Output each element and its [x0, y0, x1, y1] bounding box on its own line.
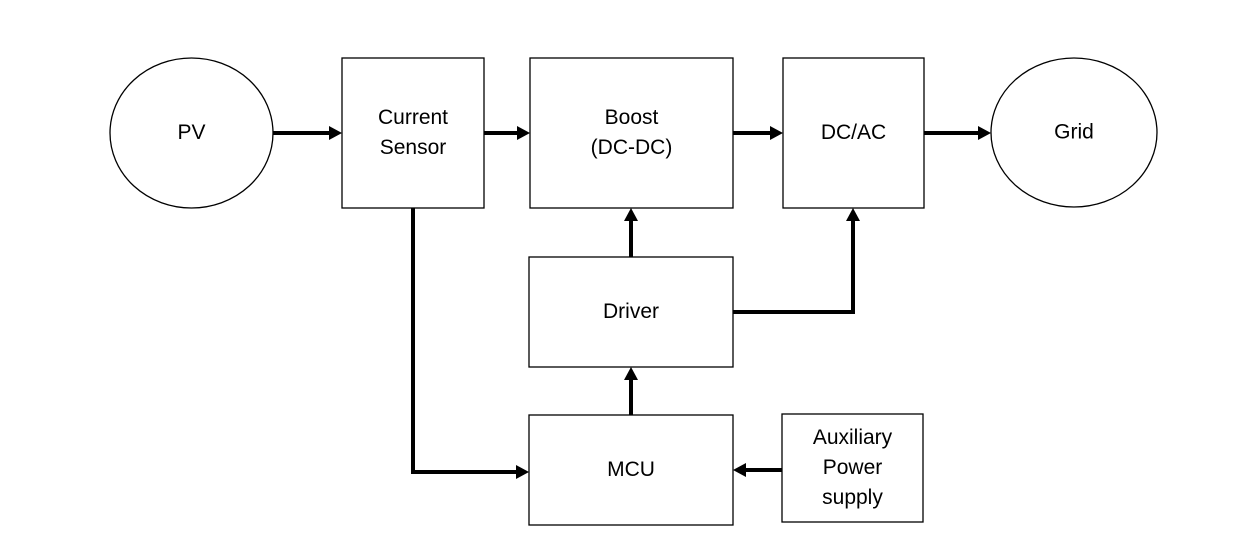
current-sensor-to-mcu-line	[411, 208, 516, 474]
driver-shape	[528, 256, 734, 368]
driver-to-dc-ac-arrowhead-icon	[846, 208, 860, 221]
dc-ac-shape	[782, 57, 925, 209]
boost-shape	[529, 57, 734, 209]
connector-mcu-to-driver	[624, 367, 638, 415]
driver-to-dc-ac-line	[733, 221, 855, 314]
aux-power-shape	[781, 413, 924, 523]
connector-boost-to-dc-ac	[733, 126, 783, 140]
driver-to-boost-arrowhead-icon	[624, 208, 638, 221]
node-driver[interactable]: Driver	[528, 256, 734, 368]
connector-driver-to-dc-ac	[733, 208, 860, 314]
pv-label: PV	[177, 121, 205, 144]
node-mcu[interactable]: MCU	[528, 414, 734, 526]
node-dc-ac[interactable]: DC/AC	[782, 57, 925, 209]
grid-label: Grid	[1054, 120, 1094, 143]
connector-dc-ac-to-grid	[924, 126, 991, 140]
current-sensor-shape	[341, 57, 485, 209]
connector-aux-power-to-mcu	[733, 463, 782, 477]
boost-to-dc-ac-arrowhead-icon	[770, 126, 783, 140]
mcu-label: MCU	[607, 458, 655, 481]
connector-driver-to-boost	[624, 208, 638, 257]
dc-ac-to-grid-arrowhead-icon	[978, 126, 991, 140]
boost-label: Boost(DC-DC)	[591, 106, 673, 159]
dc-ac-label: DC/AC	[821, 121, 886, 144]
mcu-shape	[528, 414, 734, 526]
mcu-to-driver-arrowhead-icon	[624, 367, 638, 380]
driver-label: Driver	[603, 300, 659, 323]
pv-shape	[109, 57, 274, 209]
connector-current-sensor-to-boost	[484, 126, 530, 140]
node-boost[interactable]: Boost(DC-DC)	[529, 57, 734, 209]
connector-pv-to-current-sensor	[273, 126, 342, 140]
node-grid[interactable]: Grid	[990, 57, 1158, 208]
node-pv[interactable]: PV	[109, 57, 274, 209]
connector-current-sensor-to-mcu	[411, 208, 529, 479]
current-sensor-to-boost-arrowhead-icon	[517, 126, 530, 140]
current-sensor-to-mcu-arrowhead-icon	[516, 465, 529, 479]
pv-to-current-sensor-arrowhead-icon	[329, 126, 342, 140]
grid-shape	[990, 57, 1158, 208]
aux-power-to-mcu-arrowhead-icon	[733, 463, 746, 477]
